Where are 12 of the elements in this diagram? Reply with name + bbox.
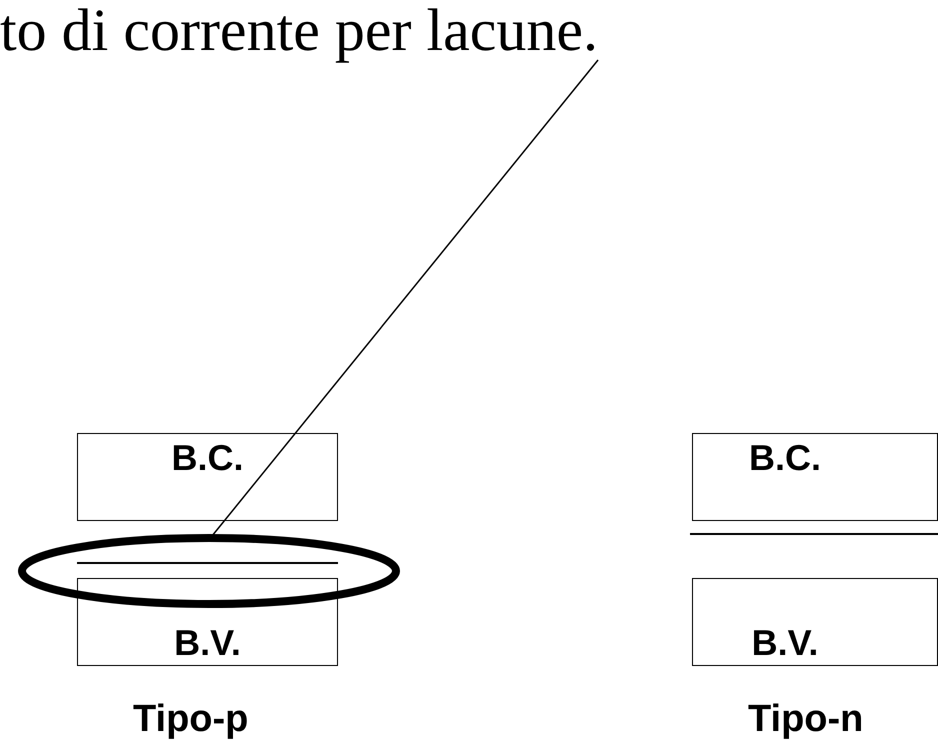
type-label: Tipo-n: [748, 700, 864, 738]
leader-line: [211, 60, 599, 536]
energy-band-box: [77, 433, 338, 521]
highlight-ellipse: [18, 534, 400, 608]
energy-band-box: [692, 433, 938, 521]
band-label: B.V.: [174, 625, 241, 661]
type-label: Tipo-p: [133, 700, 248, 738]
band-label: B.C.: [172, 440, 244, 476]
band-label: B.V.: [752, 625, 818, 661]
energy-band-box: [692, 578, 938, 666]
energy-band-box: [77, 578, 338, 666]
band-label: B.C.: [749, 440, 821, 476]
